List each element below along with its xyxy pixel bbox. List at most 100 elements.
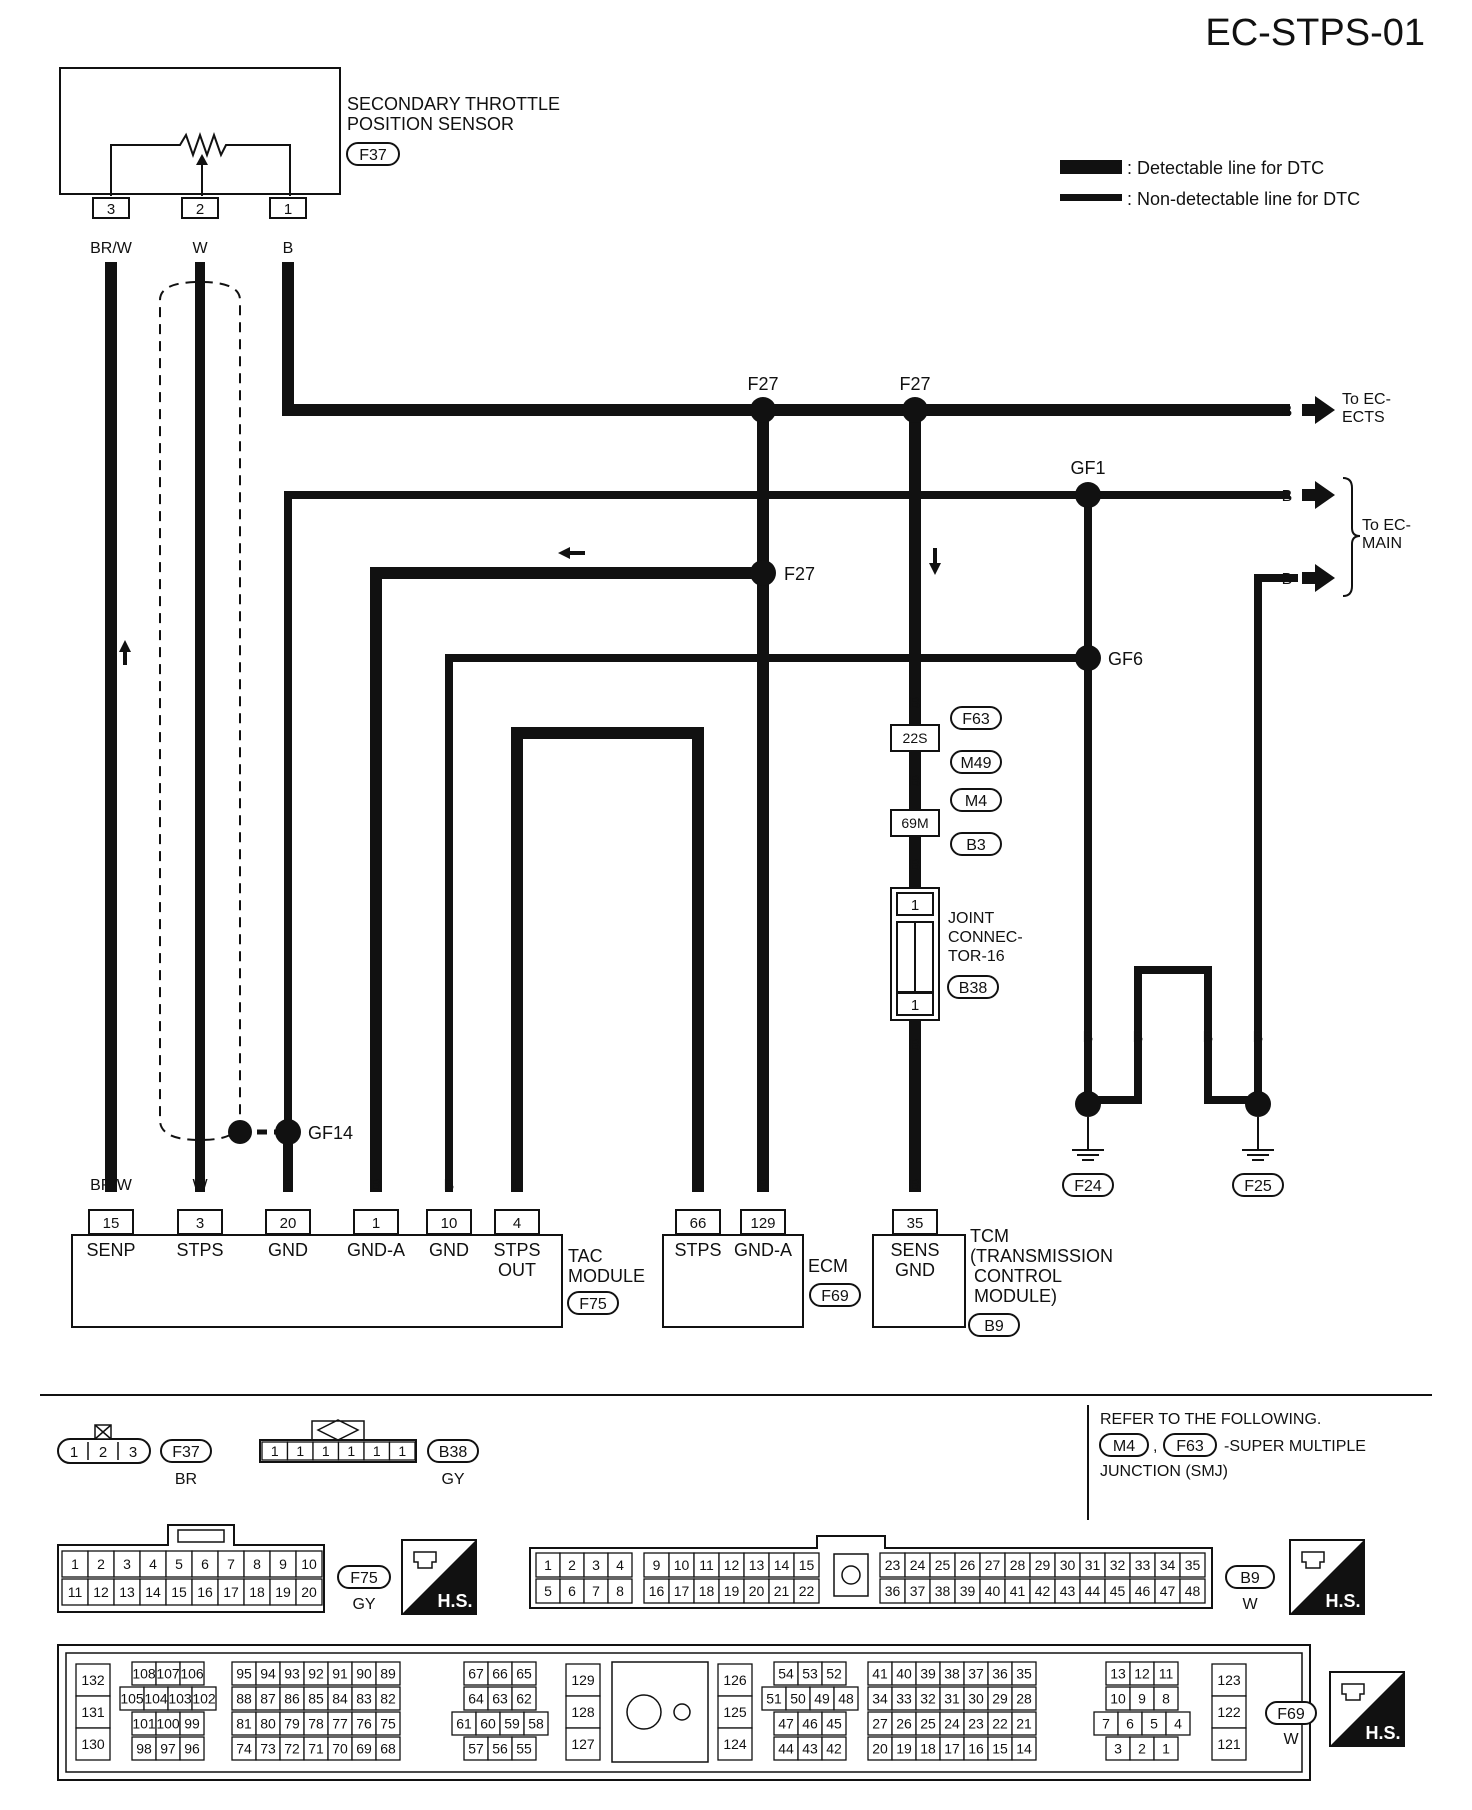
f75-face-pin-12-cell xyxy=(87,1578,115,1606)
b9-face-pin-15-cell xyxy=(793,1552,820,1578)
f75-face-pin-16: 16 xyxy=(197,1584,213,1600)
f69-center-key-icon xyxy=(611,1661,709,1763)
b9-face-pin-22-cell xyxy=(793,1578,820,1604)
ground-point-f25 xyxy=(1245,1091,1271,1117)
f69-face-pin-74: 74 xyxy=(236,1741,252,1757)
f69-face-pin-63: 63 xyxy=(492,1691,508,1707)
f69-face-pin-126: 126 xyxy=(723,1672,747,1688)
b9-face-pin-20: 20 xyxy=(749,1583,765,1599)
b9-hs-badge: H.S. xyxy=(1289,1539,1365,1615)
shield-outline xyxy=(159,280,241,1142)
f75-face-pin-3-cell xyxy=(113,1550,141,1578)
b9-face-pin-1-cell xyxy=(535,1552,561,1578)
f69-face-pin-126-cell xyxy=(717,1663,753,1697)
b9-face-pin-25: 25 xyxy=(935,1557,951,1573)
f69-face-pin-54: 54 xyxy=(778,1666,794,1682)
f75-face-pin-12: 12 xyxy=(93,1584,109,1600)
f69-face-pin-56: 56 xyxy=(492,1741,508,1757)
f69-face-pin-11-cell xyxy=(1153,1661,1179,1686)
f75-latch-icon xyxy=(177,1529,225,1543)
splice-gf6 xyxy=(1075,645,1101,671)
tac-term-gnd-20: GND xyxy=(268,1240,308,1260)
b9-face-pin-46: 46 xyxy=(1135,1583,1151,1599)
f75-face-pin-6: 6 xyxy=(201,1556,209,1572)
dest-main-arrow-1-icon xyxy=(1302,481,1335,509)
f75-hs-hand-icon xyxy=(413,1551,437,1569)
f75-face-pin-19-cell xyxy=(269,1578,297,1606)
f69-face-pin-12: 12 xyxy=(1134,1666,1150,1682)
tcm-term-label1: SENS xyxy=(890,1240,939,1260)
legend-thick-line xyxy=(1060,160,1122,174)
wire-shield xyxy=(159,280,288,1142)
f69-face-pin-79: 79 xyxy=(284,1716,300,1732)
f69-hs-badge: H.S. xyxy=(1329,1671,1405,1747)
f69-face-pin-130-cell xyxy=(75,1727,111,1761)
b9-face-pin-42: 42 xyxy=(1035,1583,1051,1599)
tac-name-line2: MODULE xyxy=(568,1266,645,1286)
dest-main-brace-icon xyxy=(1342,477,1361,597)
f69-face-pin-121-cell xyxy=(1211,1727,1247,1761)
tac-wire-15: BR/W xyxy=(90,1177,133,1194)
conn-m4-label: M4 xyxy=(965,793,987,810)
tcm-connector-tag xyxy=(968,1313,1020,1337)
f69-face-pin-11: 11 xyxy=(1159,1666,1174,1682)
sensor-pin-2-box xyxy=(181,197,219,219)
f69-face-pin-96-cell xyxy=(179,1736,205,1761)
f75-face-pin-6-cell xyxy=(191,1550,219,1578)
b9-face-pin-27: 27 xyxy=(985,1557,1001,1573)
tcm-name-line4: MODULE) xyxy=(974,1286,1057,1306)
b9-face-pin-29: 29 xyxy=(1035,1557,1051,1573)
tac-pin-20: 20 xyxy=(280,1215,297,1232)
joint-pin-top-box xyxy=(896,892,934,916)
tac-term-gnda: GND-A xyxy=(347,1240,405,1260)
b9-face-pin-10: 10 xyxy=(674,1557,690,1573)
b9-face-pin-40-cell xyxy=(979,1578,1006,1604)
tac-pin-3-box xyxy=(177,1209,223,1235)
wire-f27-tac-gnda xyxy=(370,567,763,1192)
f69-face-pin-45: 45 xyxy=(826,1716,842,1732)
f69-face-pin-53: 53 xyxy=(802,1666,818,1682)
f75-face-pin-17: 17 xyxy=(223,1584,239,1600)
f69-face-pin-75-cell xyxy=(375,1711,401,1736)
tac-pin-3: 3 xyxy=(196,1215,204,1232)
refer-note: REFER TO THE FOLLOWING. M4 , F63 -SUPER … xyxy=(1099,1411,1366,1480)
f75-face-pin-4: 4 xyxy=(149,1556,157,1572)
b9-face-pin-43-cell xyxy=(1054,1578,1081,1604)
b9-face-pin-21: 21 xyxy=(774,1583,790,1599)
f69-face-pin-49: 49 xyxy=(814,1691,830,1707)
f69-face-pin-64: 64 xyxy=(468,1691,484,1707)
tac-term-stps-out-2: OUT xyxy=(498,1260,536,1280)
f69-face-pin-58: 58 xyxy=(528,1716,544,1732)
b9-center-hole-icon xyxy=(841,1565,861,1585)
b9-center-key-icon xyxy=(833,1553,869,1597)
f69-face-pin-122: 122 xyxy=(1217,1704,1241,1720)
f75-face-pin-3: 3 xyxy=(123,1556,131,1572)
b9-face-pin-27-cell xyxy=(979,1552,1006,1578)
splice-f27-c xyxy=(750,560,776,586)
b9-face-pin-18-cell xyxy=(693,1578,720,1604)
sensor-name-line2: POSITION SENSOR xyxy=(347,114,514,134)
b9-face-pin-40: 40 xyxy=(985,1583,1001,1599)
f75-face-pin-20: 20 xyxy=(301,1584,317,1600)
f69-face-pin-68: 68 xyxy=(380,1741,396,1757)
dest-ects-line2: ECTS xyxy=(1342,409,1385,426)
b9-face-pin-15: 15 xyxy=(799,1557,815,1573)
dest-main-line1: To EC- xyxy=(1362,517,1411,534)
f69-face-pin-4-cell xyxy=(1165,1711,1191,1736)
f75-face-pin-18-cell xyxy=(243,1578,271,1606)
b9-face-pin-26: 26 xyxy=(960,1557,976,1573)
refer-line1: REFER TO THE FOLLOWING. xyxy=(1100,1411,1321,1428)
f69-face-pin-27: 27 xyxy=(872,1716,888,1732)
f69-face-pin-83: 83 xyxy=(356,1691,372,1707)
f69-face-pin-87: 87 xyxy=(260,1691,276,1707)
f75-face-pin-8-cell xyxy=(243,1550,271,1578)
f69-face-pin-38: 38 xyxy=(944,1666,960,1682)
ground-f24-label: F24 xyxy=(1074,1178,1102,1195)
f69-face-pin-59: 59 xyxy=(504,1716,520,1732)
f69-face-pin-21: 21 xyxy=(1016,1716,1032,1732)
f69-face-pin-55: 55 xyxy=(516,1741,532,1757)
f75-face-pin-2: 2 xyxy=(97,1556,105,1572)
